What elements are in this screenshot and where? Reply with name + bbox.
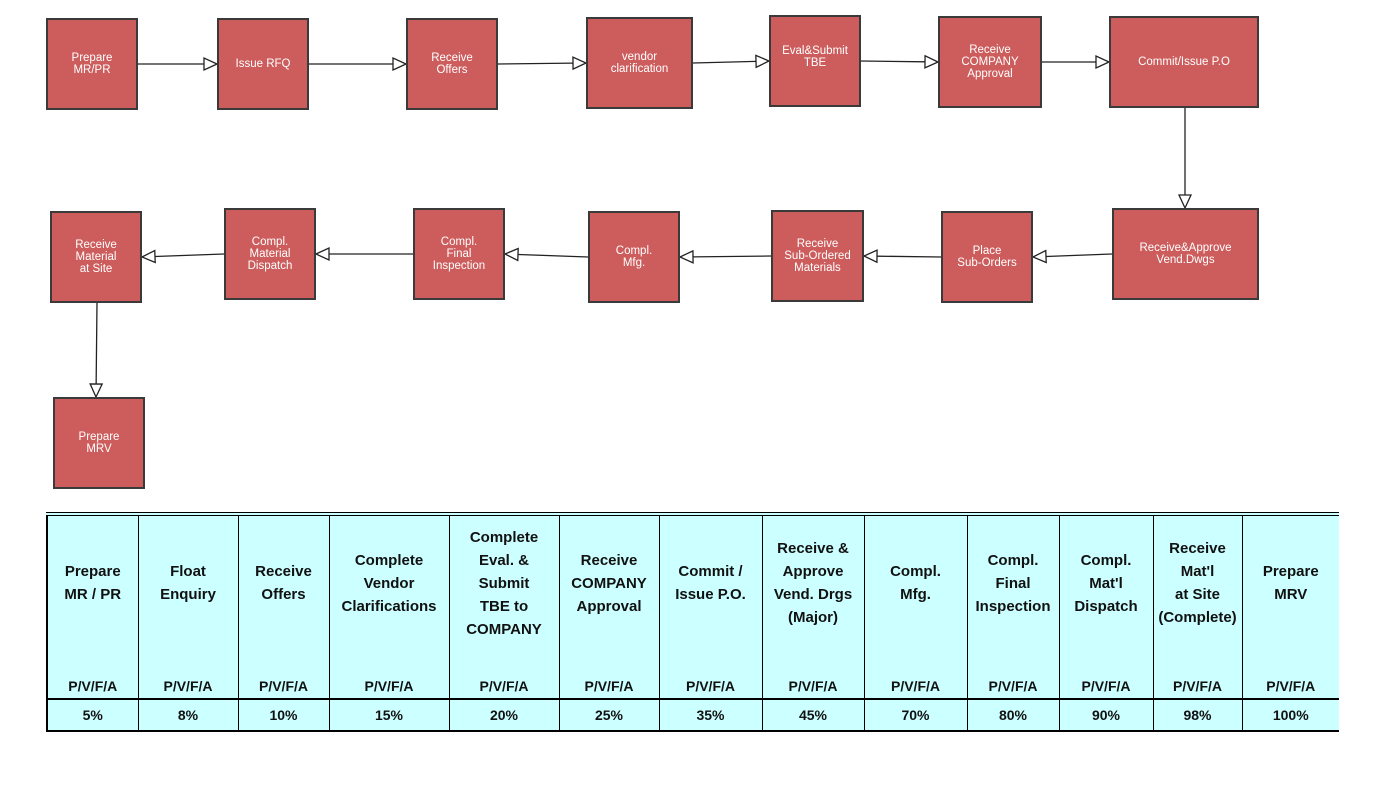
- milestone-code-cell: P/V/F/A: [328, 650, 450, 699]
- milestone-percent-cell: 5%: [46, 698, 139, 732]
- milestone-code-cell: P/V/F/A: [1152, 650, 1243, 699]
- milestone-percent-row: 5%8%10%15%20%25%35%45%70%80%90%98%100%: [46, 698, 1339, 732]
- step-place-sub-orders: Place Sub-Orders: [941, 211, 1033, 303]
- flow-arrow: [862, 249, 942, 264]
- step-prepare-mr-pr: Prepare MR/PR: [46, 18, 138, 110]
- milestone-header-cell: Float Enquiry: [137, 514, 239, 650]
- milestone-percent-cell: 45%: [761, 698, 865, 732]
- flow-arrow: [314, 246, 413, 262]
- step-receive-sub-ordered-materials: Receive Sub-Ordered Materials: [771, 210, 864, 302]
- milestone-header-cell: Compl. Mfg.: [863, 514, 968, 650]
- step-receive-approve-vend-dwgs: Receive&Approve Vend.Dwgs: [1112, 208, 1259, 300]
- step-compl-final-inspection: Compl. Final Inspection: [413, 208, 505, 300]
- milestone-percent-cell: 20%: [448, 698, 560, 732]
- milestone-percent-cell: 98%: [1152, 698, 1243, 732]
- milestone-code-cell: P/V/F/A: [966, 650, 1060, 699]
- flow-arrow: [860, 54, 940, 69]
- milestone-percent-cell: 10%: [237, 698, 330, 732]
- milestone-header-cell: Receive COMPANY Approval: [558, 514, 660, 650]
- milestone-header-cell: Compl. Final Inspection: [966, 514, 1060, 650]
- milestone-percent-cell: 8%: [137, 698, 239, 732]
- milestone-code-cell: P/V/F/A: [558, 650, 660, 699]
- milestone-percent-cell: 80%: [966, 698, 1060, 732]
- step-receive-material-at-site: Receive Material at Site: [50, 211, 142, 303]
- milestone-header-cell: Prepare MRV: [1241, 514, 1339, 650]
- milestone-percent-cell: 70%: [863, 698, 968, 732]
- step-issue-rfq: Issue RFQ: [217, 18, 309, 110]
- milestone-percent-cell: 100%: [1241, 698, 1339, 732]
- milestone-header-cell: Commit / Issue P.O.: [658, 514, 763, 650]
- milestone-header-cell: Receive & Approve Vend. Drgs (Major): [761, 514, 865, 650]
- flow-arrow: [138, 56, 219, 72]
- milestone-code-cell: P/V/F/A: [761, 650, 865, 699]
- flow-arrow: [1042, 54, 1111, 70]
- flow-arrow: [140, 249, 225, 264]
- milestone-percent-cell: 25%: [558, 698, 660, 732]
- milestone-code-cell: P/V/F/A: [448, 650, 560, 699]
- step-eval-submit-tbe: Eval&Submit TBE: [769, 15, 861, 107]
- milestone-header-cell: Receive Offers: [237, 514, 330, 650]
- step-vendor-clarification: vendor clarification: [586, 17, 693, 109]
- milestone-code-cell: P/V/F/A: [1058, 650, 1154, 699]
- flow-connectors: [89, 54, 1193, 399]
- milestone-percent-cell: 90%: [1058, 698, 1154, 732]
- step-compl-material-dispatch: Compl. Material Dispatch: [224, 208, 316, 300]
- milestone-code-cell: P/V/F/A: [1241, 650, 1339, 699]
- milestone-header-cell: Receive Mat'l at Site (Complete): [1152, 514, 1243, 650]
- step-receive-company-approval: Receive COMPANY Approval: [938, 16, 1042, 108]
- flow-arrow: [678, 249, 772, 264]
- step-prepare-mrv: Prepare MRV: [53, 397, 145, 489]
- milestone-code-cell: P/V/F/A: [658, 650, 763, 699]
- milestone-header-cell: Complete Eval. & Submit TBE to COMPANY: [448, 514, 560, 650]
- milestone-header-cell: Compl. Mat'l Dispatch: [1058, 514, 1154, 650]
- milestone-header-cell: Complete Vendor Clarifications: [328, 514, 450, 650]
- flow-arrow: [692, 54, 771, 69]
- milestone-code-cell: P/V/F/A: [863, 650, 968, 699]
- milestone-code-cell: P/V/F/A: [137, 650, 239, 699]
- milestone-code-cell: P/V/F/A: [237, 650, 330, 699]
- process-flow-diagram: Prepare MR/PR Issue RFQ Receive Offers v…: [46, 15, 1259, 489]
- milestone-header-cell: Prepare MR / PR: [46, 514, 139, 650]
- flow-arrow: [1177, 108, 1193, 210]
- flow-arrow: [89, 302, 104, 399]
- flow-arrow: [503, 247, 589, 262]
- step-receive-offers: Receive Offers: [406, 18, 498, 110]
- step-compl-mfg: Compl. Mfg.: [588, 211, 680, 303]
- flow-arrow: [1031, 249, 1113, 264]
- milestone-percent-cell: 35%: [658, 698, 763, 732]
- step-commit-issue-po: Commit/Issue P.O: [1109, 16, 1259, 108]
- flow-arrow: [309, 56, 408, 72]
- flow-arrow: [497, 56, 588, 71]
- milestone-percent-cell: 15%: [328, 698, 450, 732]
- milestone-code-cell: P/V/F/A: [46, 650, 139, 699]
